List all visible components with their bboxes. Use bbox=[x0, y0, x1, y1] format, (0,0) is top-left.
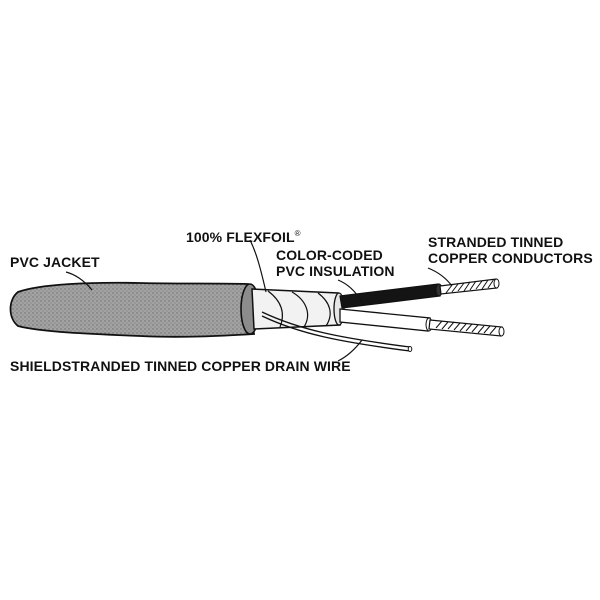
flexfoil-shield bbox=[251, 288, 345, 330]
label-stranded-conductors: STRANDED TINNED COPPER CONDUCTORS bbox=[428, 234, 593, 266]
leader-flexfoil bbox=[249, 239, 267, 293]
label-conductors-line1: STRANDED TINNED bbox=[428, 234, 564, 250]
leader-lines bbox=[65, 239, 453, 362]
pvc-jacket bbox=[9, 281, 260, 338]
registered-mark: ® bbox=[294, 229, 301, 238]
label-color-coded-insulation: COLOR-CODED PVC INSULATION bbox=[276, 247, 395, 279]
label-insulation-line2: PVC INSULATION bbox=[276, 263, 395, 279]
label-flexfoil-text: 100% FLEXFOIL bbox=[186, 229, 295, 245]
black-insulated-conductor bbox=[339, 278, 500, 309]
label-flexfoil: 100% FLEXFOIL® bbox=[186, 226, 301, 245]
drain-wire bbox=[261, 311, 413, 352]
leader-conductors bbox=[427, 267, 453, 287]
label-drain-wire: SHIELDSTRANDED TINNED COPPER DRAIN WIRE bbox=[10, 358, 351, 374]
leader-insulation bbox=[337, 279, 363, 303]
label-insulation-line1: COLOR-CODED bbox=[276, 247, 383, 263]
label-conductors-line2: COPPER CONDUCTORS bbox=[428, 250, 593, 266]
leader-drain-wire bbox=[337, 339, 363, 362]
leader-pvc-jacket bbox=[65, 271, 93, 291]
white-insulated-conductor bbox=[339, 308, 505, 337]
label-pvc-jacket: PVC JACKET bbox=[10, 254, 100, 270]
